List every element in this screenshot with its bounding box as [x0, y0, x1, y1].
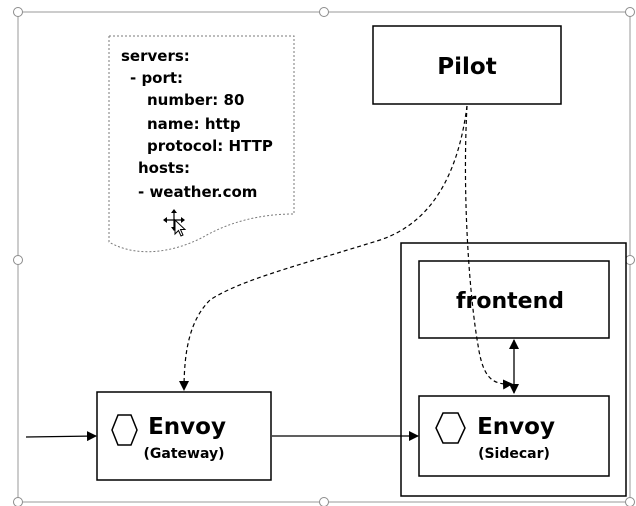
envoy-gateway-box[interactable]: Envoy (Gateway) — [96, 391, 272, 481]
sidecar-subtitle: (Sidecar) — [478, 446, 550, 462]
move-cursor-icon — [163, 209, 187, 237]
note-line: - weather.com — [138, 183, 257, 201]
note-line: number: 80 — [147, 91, 244, 109]
pilot-box[interactable]: Pilot — [372, 25, 562, 105]
sidecar-title: Envoy — [477, 414, 555, 440]
selection-handle[interactable] — [13, 255, 23, 265]
hexagon-icon — [435, 412, 466, 444]
frontend-box[interactable]: frontend — [418, 260, 610, 339]
note-line: hosts: — [138, 159, 190, 177]
note-line: name: http — [147, 115, 241, 133]
note-line: servers: — [121, 47, 190, 65]
selection-handle[interactable] — [625, 497, 635, 506]
selection-handle[interactable] — [319, 7, 329, 17]
incoming-arrow — [25, 431, 97, 442]
frontend-label: frontend — [456, 289, 564, 314]
pilot-to-gateway-dashed — [179, 105, 468, 391]
gateway-subtitle: (Gateway) — [144, 446, 225, 462]
envoy-sidecar-box[interactable]: Envoy (Sidecar) — [418, 395, 610, 477]
note-line: - port: — [130, 69, 183, 87]
selection-frame[interactable] — [13, 7, 635, 506]
gateway-title: Envoy — [148, 414, 226, 440]
hexagon-icon — [111, 414, 138, 446]
note-line: protocol: HTTP — [147, 137, 273, 155]
config-note[interactable]: servers: - port: number: 80 name: http p… — [108, 35, 295, 253]
selection-handle[interactable] — [625, 7, 635, 17]
selection-handle[interactable] — [319, 497, 329, 506]
pilot-label: Pilot — [437, 54, 496, 80]
selection-handle[interactable] — [13, 497, 23, 506]
selection-handle[interactable] — [625, 255, 635, 265]
selection-handle[interactable] — [13, 7, 23, 17]
